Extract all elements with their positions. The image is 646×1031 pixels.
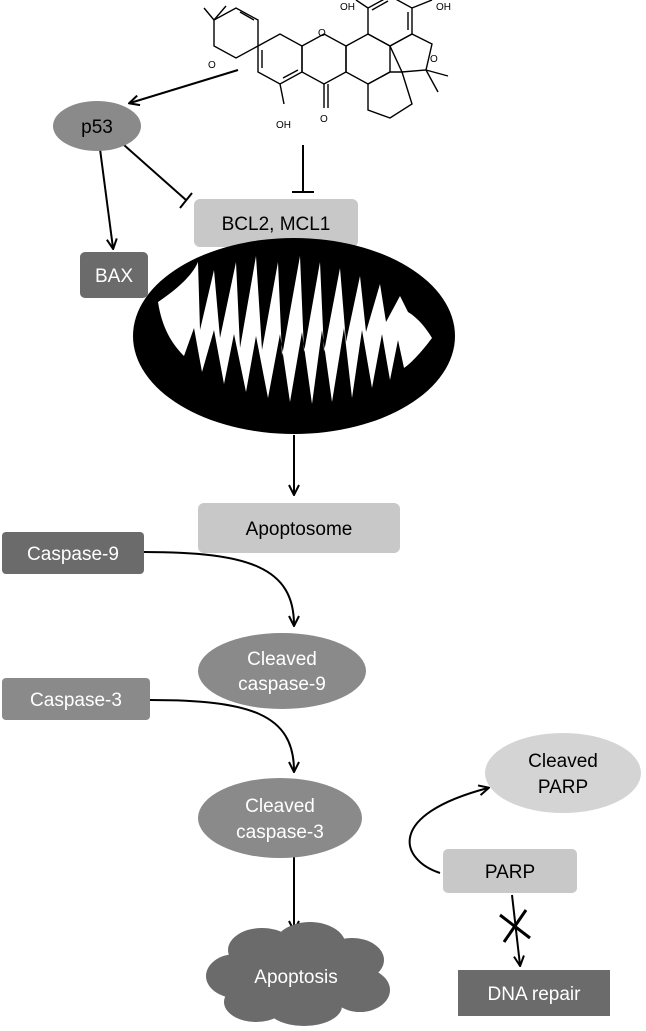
node-caspase-9: Caspase-9 [2, 532, 144, 574]
connectors [99, 69, 520, 965]
ring-b [301, 33, 347, 85]
ring-d [367, 0, 413, 47]
node-apoptosome: Apoptosome [198, 503, 400, 553]
o-label-ring: O [208, 60, 216, 71]
chromene-ring [213, 7, 259, 59]
apoptosome-label: Apoptosome [246, 519, 353, 540]
inhibit-p53-to-bcl2 [123, 144, 187, 201]
compound-structure [203, 0, 449, 119]
inhibit-bar-p53 [179, 192, 193, 209]
ring-a [257, 33, 303, 85]
node-bax: BAX [80, 252, 148, 298]
cleaved-parp-line1: Cleaved [528, 751, 598, 772]
oh-label-1: OH [340, 2, 355, 13]
arrow-compound-to-p53 [130, 69, 239, 103]
node-dna-repair: DNA repair [458, 970, 610, 1016]
ring-e [367, 71, 413, 119]
o-label-carbonyl: O [320, 114, 328, 125]
cleaved-caspase-9-line1: Cleaved [247, 649, 317, 670]
bax-label: BAX [95, 266, 133, 287]
cleaved-caspase-3-line2: caspase-3 [236, 822, 324, 843]
cleaved-parp-line2: PARP [538, 777, 588, 798]
ring-c [345, 33, 391, 85]
node-apoptosis: Apoptosis [206, 922, 390, 1026]
parp-label: PARP [485, 862, 535, 883]
block-cross-icon [499, 909, 531, 943]
node-p53: p53 [53, 101, 141, 151]
arrow-parp-to-dna-repair [511, 894, 520, 965]
compound-atom-labels: OH OH OH O O O O [208, 2, 451, 131]
o-label-furan: O [430, 54, 438, 65]
node-parp: PARP [443, 849, 577, 893]
caspase-9-label: Caspase-9 [27, 544, 119, 565]
node-bcl2-mcl1: BCL2, MCL1 [194, 199, 358, 247]
node-cleaved-caspase-9: Cleaved caspase-9 [198, 633, 366, 709]
bcl2-mcl1-label: BCL2, MCL1 [222, 214, 331, 235]
dna-repair-label: DNA repair [488, 984, 582, 1005]
cloud-icon [206, 922, 390, 1026]
cleaved-caspase-9-line2: caspase-9 [238, 674, 326, 695]
caspase-3-label: Caspase-3 [30, 690, 122, 711]
node-cleaved-parp: Cleaved PARP [485, 733, 641, 813]
furan-ring [389, 33, 433, 73]
arrow-parp-to-cleaved-parp [408, 788, 488, 874]
mitochondrion-icon [133, 238, 455, 434]
oh-label-2: OH [436, 2, 451, 13]
o-label-xanthone: O [318, 28, 326, 39]
arrow-p53-to-bax [99, 148, 113, 248]
arrow-caspase9-to-cleaved [143, 551, 294, 625]
arrow-caspase3-to-cleaved [149, 699, 294, 771]
oh-label-3: OH [276, 120, 291, 131]
apoptosis-label: Apoptosis [254, 967, 337, 988]
cleaved-caspase-3-line1: Cleaved [245, 796, 315, 817]
node-caspase-3: Caspase-3 [2, 678, 150, 720]
node-cleaved-caspase-3: Cleaved caspase-3 [198, 778, 362, 858]
p53-label: p53 [81, 117, 113, 138]
